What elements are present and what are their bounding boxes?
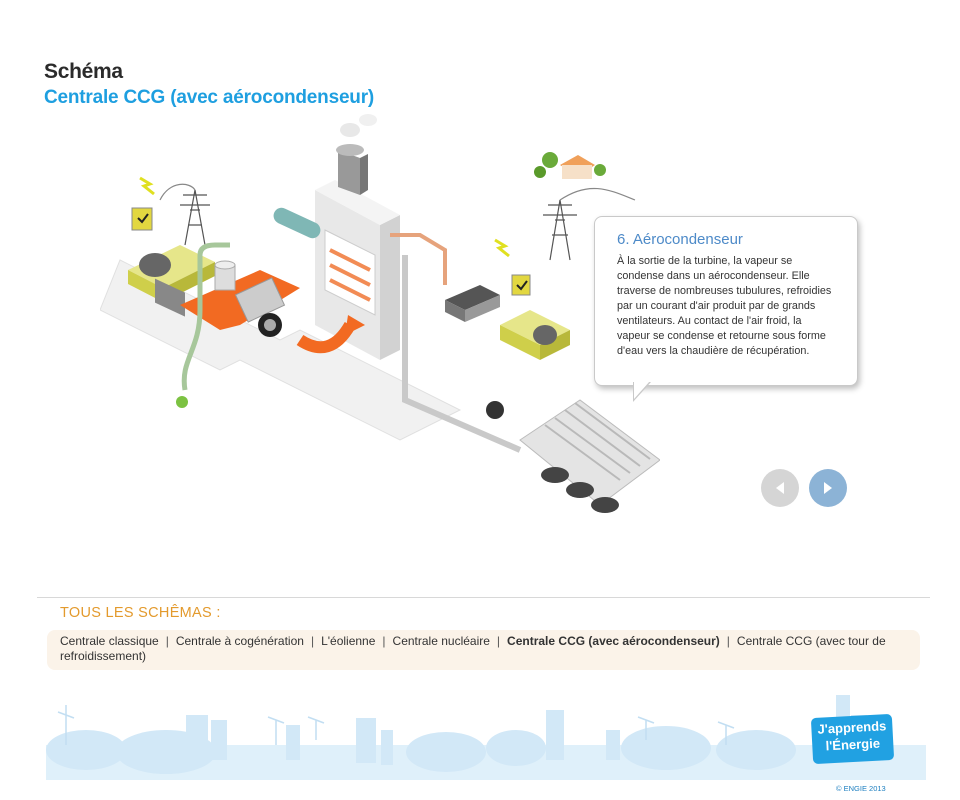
japprends-lenergie-logo[interactable]: J'apprends l'Énergie: [810, 713, 895, 765]
info-bubble-body: À la sortie de la turbine, la vapeur se …: [617, 255, 832, 357]
previous-button[interactable]: [761, 469, 799, 507]
power-plant-diagram: [100, 114, 660, 513]
schema-link-nucleaire[interactable]: Centrale nucléaire: [392, 634, 490, 648]
steam-turbine: [445, 285, 500, 322]
schema-link-eolienne[interactable]: L'éolienne: [321, 634, 376, 648]
schema-link-cogeneration[interactable]: Centrale à cogénération: [175, 634, 304, 648]
copyright: © ENGIE 2013: [836, 784, 886, 793]
transformer-right: [511, 274, 531, 296]
schema-link-ccg-aerocondenseur[interactable]: Centrale CCG (avec aérocondenseur): [507, 634, 720, 648]
page-header: Schéma Centrale CCG (avec aérocondenseur…: [44, 60, 374, 109]
info-bubble-title: 6. Aérocondenseur: [617, 231, 743, 248]
page-title: Schéma: [44, 60, 123, 83]
boiler: [296, 180, 400, 360]
all-schemas-label: TOUS LES SCHÊMAS :: [60, 605, 221, 621]
air-condenser: [519, 399, 660, 513]
next-button[interactable]: [809, 469, 847, 507]
page-subtitle: Centrale CCG (avec aérocondenseur): [44, 87, 375, 108]
info-bubble-tail-inner: [634, 381, 650, 399]
arrow-right-icon: [824, 482, 832, 494]
gas-turbine: [214, 260, 286, 337]
separator: [37, 597, 930, 598]
transformer-left: [131, 207, 153, 231]
schemas-list: Centrale classique|Centrale à cogénérati…: [47, 630, 920, 670]
schema-link-centrale-classique[interactable]: Centrale classique: [60, 634, 159, 648]
pylon-left: [159, 183, 210, 246]
info-bubble: 6. Aérocondenseur À la sortie de la turb…: [594, 216, 858, 386]
city-skyline-illustration: [46, 695, 926, 780]
arrow-left-icon: [776, 482, 784, 494]
pylon-right: [543, 187, 636, 261]
schema-link-ccg-tour[interactable]: Centrale CCG (avec tour de refroidisseme…: [60, 634, 886, 663]
chimney: [336, 114, 377, 195]
generator-right: [500, 310, 570, 360]
house: [534, 152, 606, 179]
